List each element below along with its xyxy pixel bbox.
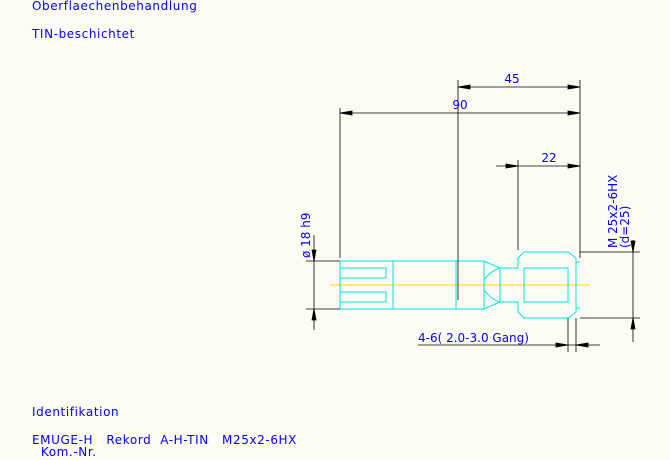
surface-treatment-value: TIN-beschichtet [32, 27, 135, 41]
dim-90-arrow-left [339, 110, 353, 116]
dim-22-arrow-right [567, 163, 581, 169]
identification-line-2: Kom.-Nr. [32, 445, 97, 459]
surface-treatment-heading: Oberflaechenbehandlung [32, 0, 198, 13]
thread-dia-arrow-top [630, 240, 636, 253]
shank-diameter-text: ø 18 h9 [299, 213, 313, 258]
dia-18-arrow-bottom [311, 308, 317, 321]
thread-head-outline [517, 251, 577, 319]
identification-heading: Identifikation [32, 405, 120, 419]
dimension-lines [306, 80, 640, 352]
dim-22-text: 22 [541, 151, 556, 165]
shank-outline [340, 260, 518, 310]
neck-curve [483, 267, 501, 303]
dim-45-text: 45 [504, 72, 519, 86]
tool-outline [339, 251, 580, 319]
thread-core [523, 267, 569, 303]
dim-45-arrow-right [567, 84, 581, 90]
dim-45-arrow-left [457, 84, 471, 90]
dim-22-arrow-left [505, 163, 519, 169]
thread-dia-arrow-bottom [630, 317, 636, 330]
chamfer-arrow-left [555, 342, 569, 348]
chamfer-text: 4-6( 2.0-3.0 Gang) [418, 331, 529, 345]
chamfer-arrow-right [575, 342, 589, 348]
dia-18-arrow-top [311, 249, 317, 262]
thread-tip [576, 261, 580, 309]
thread-spec-line-1: M 25x2-6HX [606, 175, 620, 248]
identification-line-1: EMUGE-H Rekord A-H-TIN M25x2-6HX [32, 433, 297, 447]
shank-flat-detail [340, 267, 387, 303]
dim-90-text: 90 [452, 98, 467, 112]
thread-spec-line-2: (d=25) [618, 206, 632, 248]
dimension-texts: 45 90 22 4-6( 2.0-3.0 Gang) ø 18 h9 M 25… [299, 72, 632, 345]
dim-90-arrow-right [567, 110, 581, 116]
